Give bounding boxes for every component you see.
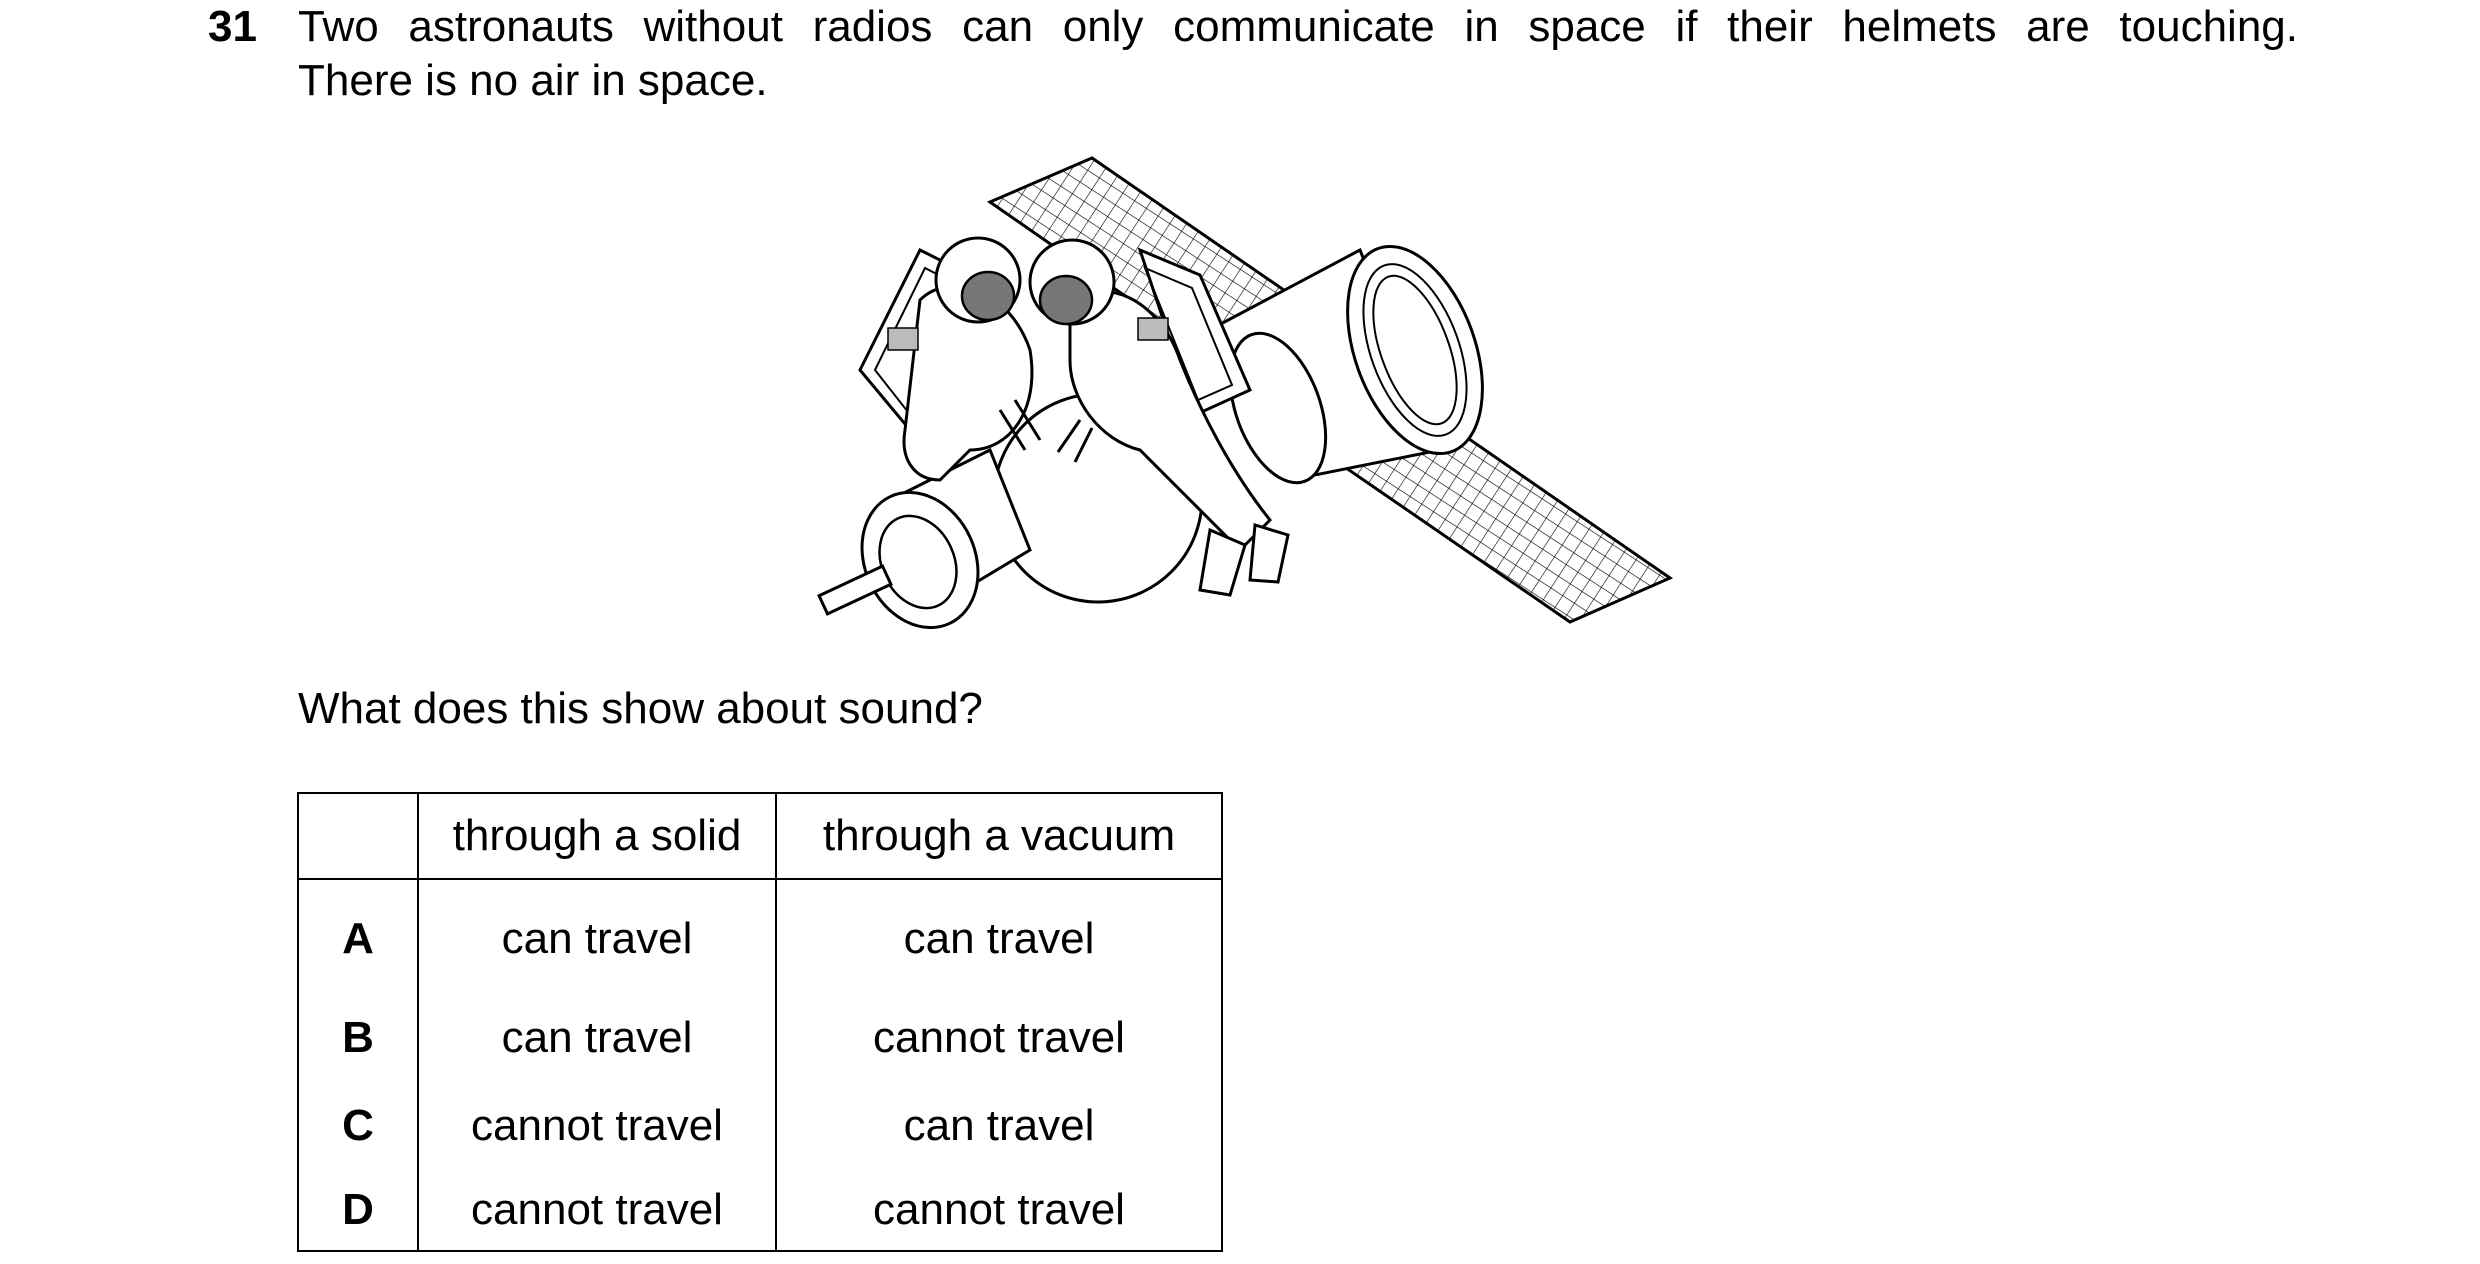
answer-row-b[interactable]: B can travel cannot travel bbox=[297, 994, 1223, 1082]
question-stem: Two astronauts without radios can only c… bbox=[298, 0, 2298, 108]
answer-row-a[interactable]: A can travel can travel bbox=[297, 879, 1223, 994]
question-prompt: What does this show about sound? bbox=[298, 684, 983, 733]
option-letter: D bbox=[297, 1170, 419, 1252]
option-vacuum: can travel bbox=[775, 1082, 1223, 1170]
question-stem-line-2: There is no air in space. bbox=[298, 56, 768, 105]
option-vacuum: cannot travel bbox=[775, 994, 1223, 1082]
header-through-solid: through a solid bbox=[417, 792, 777, 880]
option-letter: B bbox=[297, 994, 419, 1082]
option-vacuum: can travel bbox=[775, 879, 1223, 994]
astronauts-satellite-illustration bbox=[817, 156, 1674, 630]
option-solid: can travel bbox=[417, 879, 777, 994]
header-through-vacuum: through a vacuum bbox=[775, 792, 1223, 880]
question-number: 31 bbox=[208, 2, 257, 51]
header-blank bbox=[297, 792, 419, 880]
answer-row-c[interactable]: C cannot travel can travel bbox=[297, 1082, 1223, 1170]
astronaut-right bbox=[1068, 290, 1273, 553]
answer-options-table: through a solid through a vacuum A can t… bbox=[297, 792, 1223, 1252]
option-solid: cannot travel bbox=[417, 1082, 777, 1170]
option-solid: cannot travel bbox=[417, 1170, 777, 1252]
option-letter: C bbox=[297, 1082, 419, 1170]
option-letter: A bbox=[297, 879, 419, 994]
answer-row-d[interactable]: D cannot travel cannot travel bbox=[297, 1170, 1223, 1252]
option-vacuum: cannot travel bbox=[775, 1170, 1223, 1252]
question-stem-line-1: Two astronauts without radios can only c… bbox=[298, 2, 2298, 51]
option-solid: can travel bbox=[417, 994, 777, 1082]
